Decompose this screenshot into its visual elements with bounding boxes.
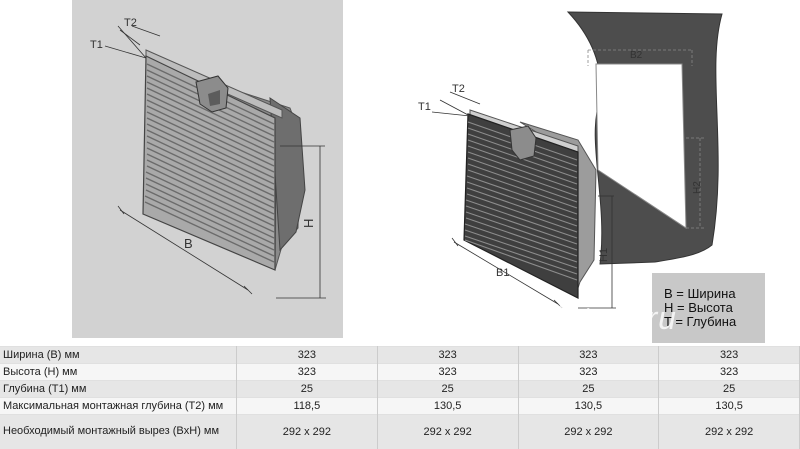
table-row: Высота (H) мм 323 323 323 323	[0, 363, 800, 381]
left-height-label: H	[301, 219, 316, 228]
dimension-legend: B = Ширина H = Высота T = Глубина	[652, 273, 765, 343]
cell-value: 25	[518, 380, 660, 398]
row-label: Ширина (B) мм	[0, 346, 237, 364]
cell-value: 323	[236, 363, 378, 381]
cell-value: 292 x 292	[658, 414, 800, 449]
cell-value: 25	[658, 380, 800, 398]
row-label: Глубина (T1) мм	[0, 380, 237, 398]
cell-value: 118,5	[236, 397, 378, 415]
cell-value: 292 x 292	[377, 414, 519, 449]
legend-width: B = Ширина	[664, 286, 736, 301]
cell-value: 323	[658, 346, 800, 364]
legend-height: H = Высота	[664, 300, 733, 315]
table-row: Глубина (T1) мм 25 25 25 25	[0, 380, 800, 398]
row-label: Необходимый монтажный вырез (BxH) мм	[0, 414, 237, 449]
right-cutout-width-label: B2	[630, 50, 643, 61]
mounting-wall-drawing	[566, 11, 723, 265]
table-row: Необходимый монтажный вырез (BxH) мм 292…	[0, 414, 800, 449]
left-filter-fan-drawing	[104, 25, 326, 299]
cell-value: 292 x 292	[236, 414, 378, 449]
table-row: Ширина (B) мм 323 323 323 323	[0, 346, 800, 364]
cell-value: 25	[377, 380, 519, 398]
filter-fan-diagrams: T1 T2 B H T1 T2 B2 H2 B1	[90, 11, 723, 309]
right-height-label: H1	[598, 248, 610, 262]
cell-value: 323	[377, 363, 519, 381]
left-t2-label: T2	[124, 17, 137, 29]
left-t1-label: T1	[90, 39, 103, 51]
legend-depth: T = Глубина	[664, 314, 737, 329]
cell-value: 130,5	[658, 397, 800, 415]
cell-value: 323	[518, 363, 660, 381]
right-cutout-height-label: H2	[692, 181, 703, 194]
specs-table: Ширина (B) мм 323 323 323 323 Высота (H)…	[0, 346, 800, 449]
table-row: Максимальная монтажная глубина (T2) мм 1…	[0, 397, 800, 415]
right-filter-fan-drawing	[431, 91, 616, 309]
cell-value: 130,5	[518, 397, 660, 415]
cell-value: 292 x 292	[518, 414, 660, 449]
row-label: Максимальная монтажная глубина (T2) мм	[0, 397, 237, 415]
cell-value: 323	[518, 346, 660, 364]
row-label: Высота (H) мм	[0, 363, 237, 381]
cell-value: 323	[377, 346, 519, 364]
watermark: Ventilatory.ru	[478, 300, 677, 336]
right-width-label: B1	[496, 267, 509, 279]
cell-value: 323	[658, 363, 800, 381]
right-t2-label: T2	[452, 83, 465, 95]
cell-value: 130,5	[377, 397, 519, 415]
right-t1-label: T1	[418, 101, 431, 113]
left-width-label: B	[184, 236, 193, 251]
cell-value: 25	[236, 380, 378, 398]
cell-value: 323	[236, 346, 378, 364]
